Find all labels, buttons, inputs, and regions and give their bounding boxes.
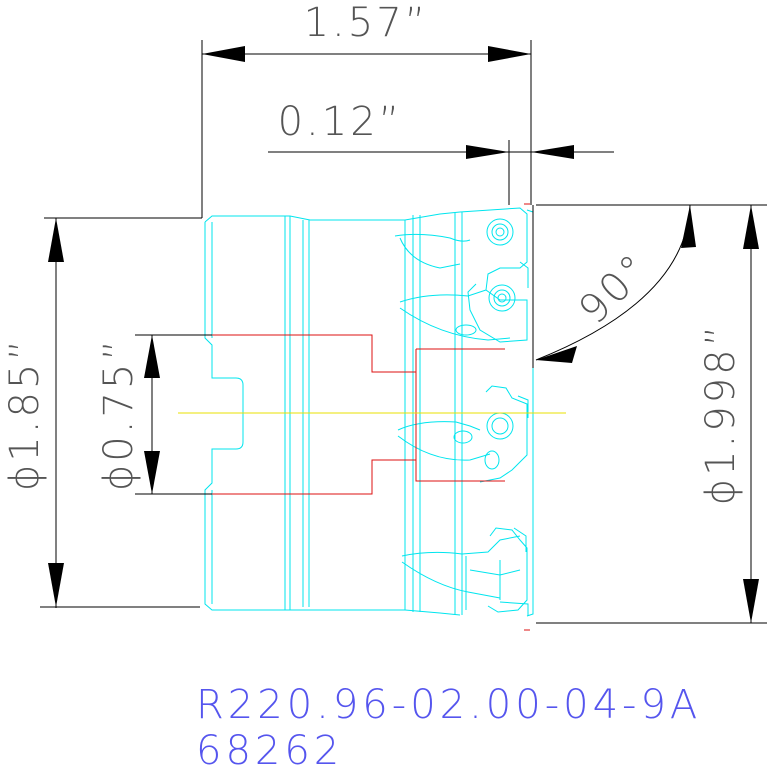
arrow-0-12-left	[466, 145, 509, 159]
arrow-1-57-left	[202, 46, 245, 62]
arrow-1-85-top	[48, 218, 64, 262]
dim-bore-diameter: ϕ0.75”	[96, 337, 142, 491]
tool-body-outline	[204, 207, 534, 617]
part-code: 68262	[196, 728, 343, 767]
arrow-1-57-right	[488, 46, 531, 62]
dim-cutter-diameter: ϕ1.998”	[698, 323, 744, 506]
arrow-90-top	[681, 205, 696, 248]
dimension-lines	[40, 40, 767, 624]
dim-shank-diameter: ϕ1.85”	[2, 337, 48, 491]
part-number: R220.96-02.00-04-9A	[196, 682, 701, 728]
arrow-1-85-bottom	[48, 563, 64, 607]
arrow-0-75-top	[144, 335, 160, 378]
arrow-0-75-bottom	[144, 451, 160, 494]
arrow-1-998-top	[743, 205, 759, 249]
dim-overall-length: 1.57”	[304, 0, 429, 46]
arrow-1-998-bottom	[743, 579, 759, 623]
dim-lead-angle: 90°	[570, 244, 659, 333]
arrow-0-12-right	[531, 145, 574, 159]
dimension-arrows	[48, 46, 759, 623]
arrow-90-bottom	[536, 346, 577, 363]
dim-insert-offset: 0.12”	[278, 99, 403, 145]
internal-bore-lines	[212, 203, 530, 631]
